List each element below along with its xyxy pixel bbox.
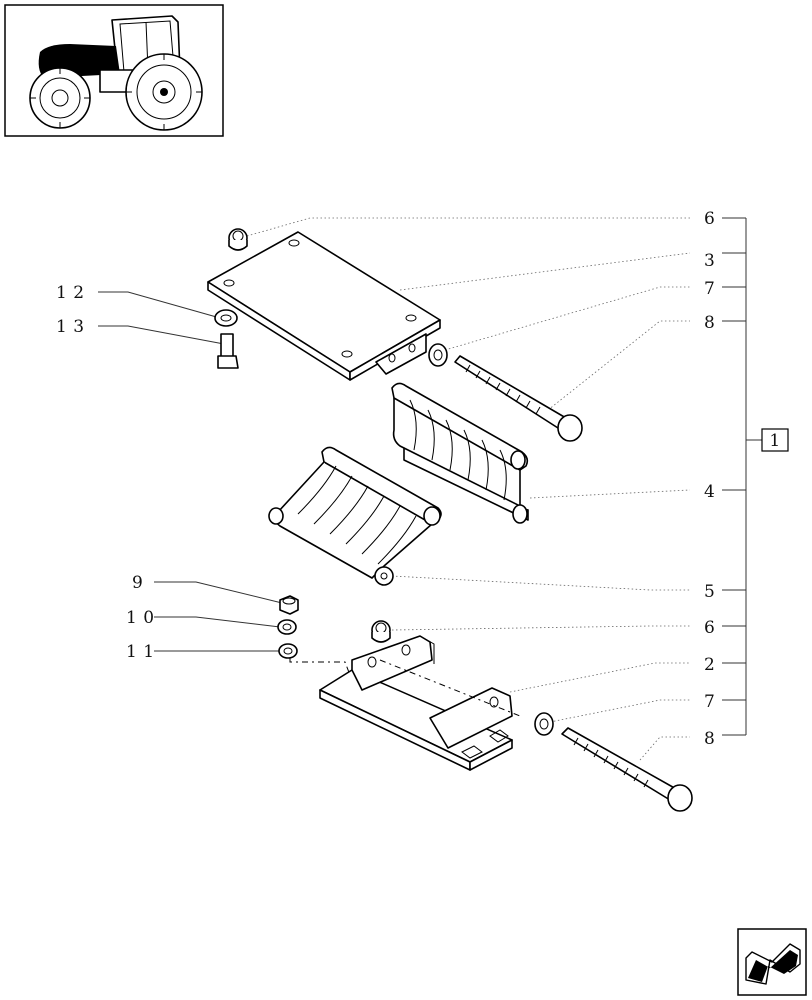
callout-8-top: 8 [704,313,715,333]
callout-7-bottom: 7 [704,692,715,712]
callout-7-top: 7 [704,279,715,299]
spring-washer-part[interactable] [277,619,297,635]
callout-10: 1 0 [126,608,155,628]
lock-washer-part[interactable] [214,309,238,327]
next-page-arrow-icon[interactable] [737,928,807,996]
callout-labels: 6 3 7 8 1 2 1 3 4 5 9 1 0 1 1 6 2 7 8 [56,209,715,749]
callout-2: 2 [704,655,715,675]
callout-5: 5 [704,582,715,602]
tractor-thumbnail-icon[interactable] [4,4,224,137]
callout-6-bottom: 6 [704,618,715,638]
callout-9: 9 [132,573,143,593]
callout-4: 4 [704,482,715,502]
long-bolt-part-top[interactable] [454,355,583,442]
callout-6-top: 6 [704,209,715,229]
flat-washer-part[interactable] [278,643,298,659]
assembly-label-box: 1 [761,428,789,452]
link-part-upper[interactable] [391,382,529,524]
callout-3: 3 [704,251,715,271]
callout-13: 1 3 [56,317,85,337]
nut-part-top[interactable] [228,228,248,251]
nut-part-bottom[interactable] [371,620,391,643]
callout-11: 1 1 [126,642,155,662]
callout-8-bottom: 8 [704,729,715,749]
link-part-lower[interactable] [268,446,442,586]
washer-part-bottom[interactable] [534,712,554,736]
callout-12: 1 2 [56,283,85,303]
washer-part-top[interactable] [428,343,448,367]
long-bolt-part-bottom[interactable] [561,727,693,812]
bolt-part-short[interactable] [217,333,239,369]
assembly-label: 1 [769,431,780,451]
bottom-bracket-part[interactable] [319,635,521,771]
leader-lines [98,217,691,761]
top-plate-part[interactable] [207,231,441,381]
assembly-bracket [722,217,762,736]
nut-part-side[interactable] [279,595,299,615]
